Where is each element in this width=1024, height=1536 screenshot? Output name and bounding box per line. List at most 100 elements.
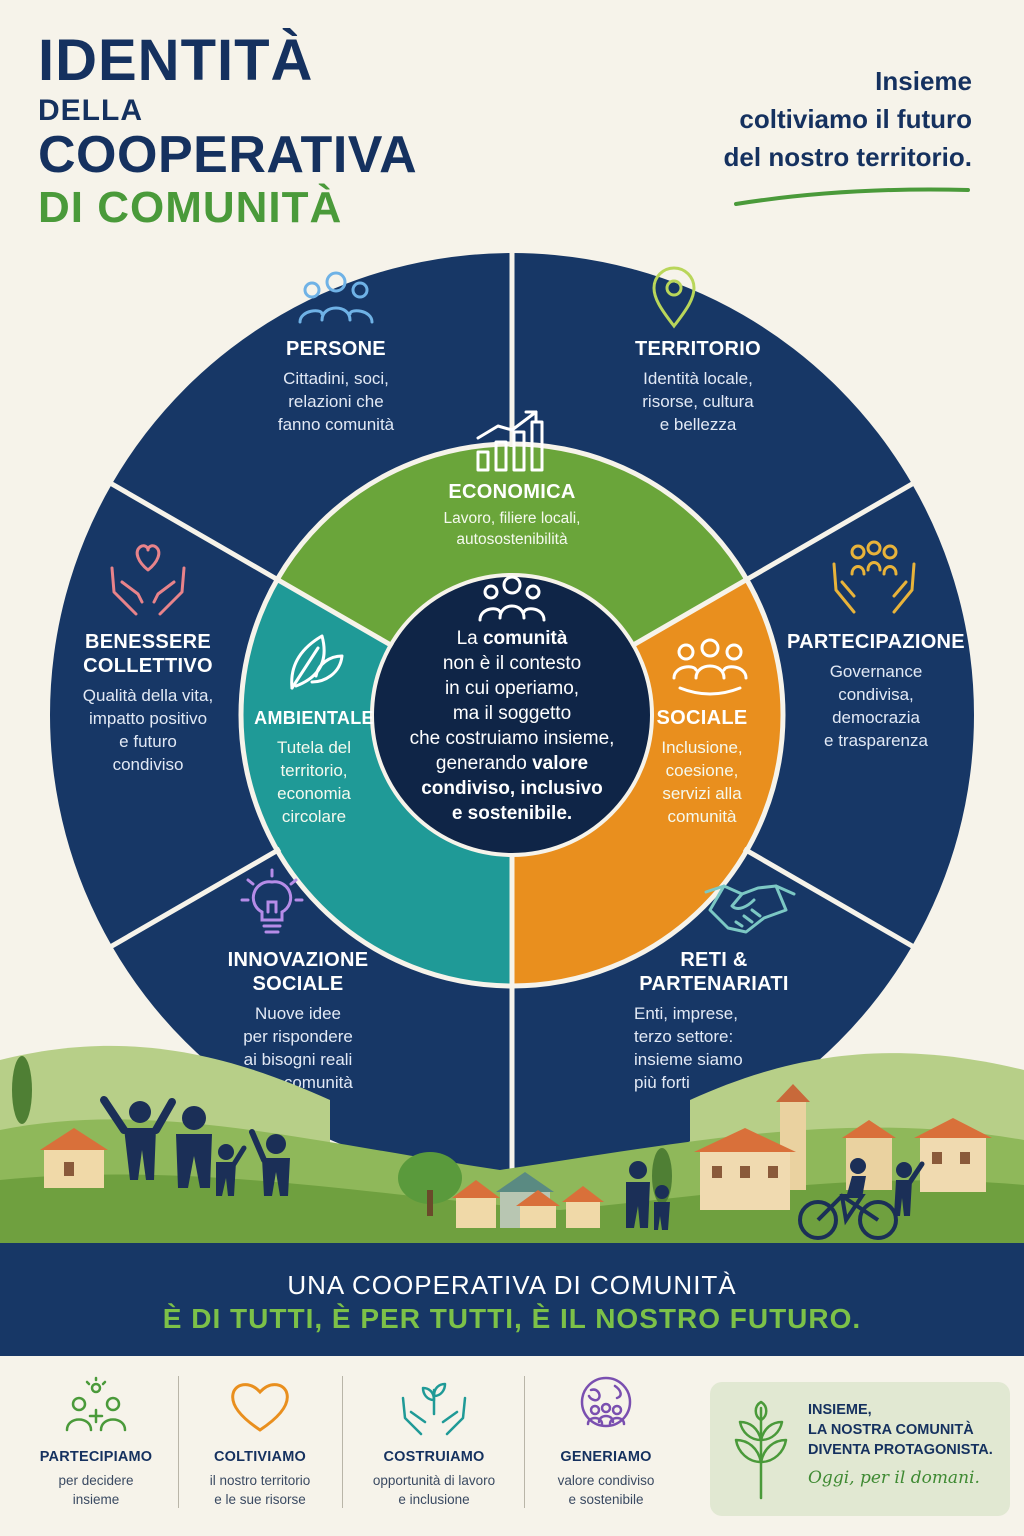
tree-icon (12, 1056, 32, 1124)
core-line: generando valore (435, 753, 589, 774)
segment-ambientale: AMBIENTALE Tutela del territorio, econom… (250, 706, 378, 828)
desc-line: autosostenibilità (456, 531, 568, 548)
core-line: che costruiamo insieme, (409, 728, 615, 749)
sprout-hands-icon (401, 1382, 467, 1436)
segment-title: PERSONE (286, 338, 386, 360)
title-line: SOCIALE (252, 973, 344, 995)
core-line: in cui operiamo, (444, 678, 580, 699)
desc-line: condivisa, (838, 685, 914, 704)
desc-line: e futuro (119, 732, 177, 751)
core-circle (372, 575, 652, 855)
footer-divider (342, 1376, 343, 1508)
footer-divider (178, 1376, 179, 1508)
segment-reti-partenariati: RETI & PARTENARIATI Enti, imprese, terzo… (626, 948, 802, 1094)
footer-divider (524, 1376, 525, 1508)
footer-item-desc: valore condiviso e sostenibile (526, 1471, 686, 1509)
tree-icon (398, 1152, 462, 1204)
inner-ring (241, 445, 782, 985)
desc-line: insieme siamo (634, 1050, 743, 1069)
desc-line: Inclusione, (661, 738, 743, 757)
segment-desc: Qualità della vita, impatto positivo e f… (56, 684, 240, 776)
segment-title: TERRITORIO (635, 338, 761, 360)
segment-sociale: SOCIALE Inclusione, coesione, servizi al… (640, 706, 764, 828)
desc-line: e inclusione (398, 1492, 470, 1507)
desc-line: Qualità della vita, (82, 686, 214, 705)
tagline-line-3: del nostro territorio. (723, 142, 972, 172)
segment-title: RETI & PARTENARIATI (626, 948, 802, 996)
segment-desc: Governance condivisa, democrazia e trasp… (784, 660, 968, 752)
banner-line-1: UNA COOPERATIVA DI COMUNITÀ (287, 1270, 737, 1300)
divider-line (107, 846, 282, 951)
brush-stroke-icon (734, 187, 970, 206)
desc-line: democrazia (832, 708, 920, 727)
desc-line: Lavoro, filiere locali, (443, 510, 581, 527)
card-line: INSIEME, (808, 1402, 872, 1418)
tagline-line-2: coltiviamo il futuro (739, 104, 972, 134)
participation-icon (65, 1376, 127, 1432)
motto-banner: UNA COOPERATIVA DI COMUNITÀ È DI TUTTI, … (0, 1243, 1024, 1356)
desc-line: Cittadini, soci, (283, 369, 389, 388)
core-gap (370, 573, 654, 857)
tagline-line-1: Insieme (875, 66, 972, 96)
desc-line: più forti (634, 1073, 690, 1092)
segment-desc: Enti, imprese, terzo settore: insieme si… (626, 1002, 802, 1094)
desc-line: Tutela del (276, 738, 352, 757)
community-icon (672, 638, 748, 696)
desc-line: per decidere (58, 1473, 134, 1488)
divider-line (742, 846, 917, 951)
heart-icon (231, 1383, 289, 1432)
outer-segment-reti (512, 851, 913, 1177)
desc-line: economia (277, 784, 351, 803)
footer: PARTECIPIAMO per decidere insieme COLTIV… (0, 1356, 1024, 1536)
title-line: RETI & (680, 949, 748, 971)
footer-item-desc: per decidere insieme (16, 1471, 176, 1509)
outer-segment-innovazione (111, 851, 512, 1177)
house-icon (452, 1172, 604, 1228)
desc-line: opportunità di lavoro (372, 1473, 496, 1488)
banner-line-2: È DI TUTTI, È PER TUTTI, È IL NOSTRO FUT… (162, 1303, 862, 1334)
segment-persone: PERSONE Cittadini, soci, relazioni che f… (246, 337, 426, 436)
people-silhouettes-icon (100, 1096, 290, 1196)
title-line: COLLETTIVO (83, 655, 213, 677)
cyclist-icon (798, 1158, 925, 1240)
title-line: INNOVAZIONE (227, 949, 369, 971)
footer-card-slogan: Oggi, per il domani. (808, 1468, 980, 1488)
core-people-icon (478, 575, 546, 622)
outer-segment-partecipazione (747, 484, 974, 946)
segment-desc: Tutela del territorio, economia circolar… (250, 736, 378, 828)
footer-item-partecipiamo: PARTECIPIAMO per decidere insieme (16, 1376, 176, 1509)
leaf-icon (290, 634, 344, 690)
footer-item-desc: opportunità di lavoro e inclusione (354, 1471, 514, 1509)
footer-item-desc: il nostro territorio e le sue risorse (180, 1471, 340, 1509)
outer-ring (49, 253, 974, 1177)
people-group-icon (298, 271, 374, 324)
desc-line: fanno comunità (277, 415, 395, 434)
divider-line (107, 479, 282, 584)
desc-line: insieme (72, 1492, 120, 1507)
inner-segment-economica (278, 445, 746, 645)
segment-title: AMBIENTALE (254, 708, 374, 728)
desc-line: Governance (829, 662, 923, 681)
desc-line: risorse, cultura (642, 392, 754, 411)
title-line-2: DELLA (38, 94, 143, 127)
segment-economica: ECONOMICA Lavoro, filiere locali, autoso… (402, 480, 622, 550)
outer-segment-territorio (512, 253, 913, 579)
divider-line (742, 479, 917, 584)
footer-item-title: GENERIAMO (560, 1449, 652, 1465)
desc-line: e le sue risorse (214, 1492, 306, 1507)
segment-title: INNOVAZIONE SOCIALE (200, 948, 396, 996)
segment-partecipazione: PARTECIPAZIONE Governance condivisa, dem… (784, 630, 968, 752)
footer-item-title: COLTIVIAMO (214, 1449, 306, 1465)
landscape-illustration (0, 1045, 1024, 1244)
card-line: DIVENTA PROTAGONISTA. (808, 1442, 993, 1458)
footer-item-costruiamo: COSTRUIAMO opportunità di lavoro e inclu… (354, 1376, 514, 1509)
ring-dividers (107, 249, 917, 1181)
desc-line: valore condiviso (557, 1473, 655, 1488)
divider-line (630, 576, 749, 649)
page-title: IDENTITÀ DELLA COOPERATIVA DI COMUNITÀ (38, 32, 417, 234)
segment-title: SOCIALE (656, 707, 748, 729)
core-line: non è il contesto (442, 653, 582, 674)
plant-icon (734, 1400, 788, 1500)
desc-line: terzo settore: (634, 1027, 734, 1046)
desc-line: Enti, imprese, (634, 1004, 738, 1023)
